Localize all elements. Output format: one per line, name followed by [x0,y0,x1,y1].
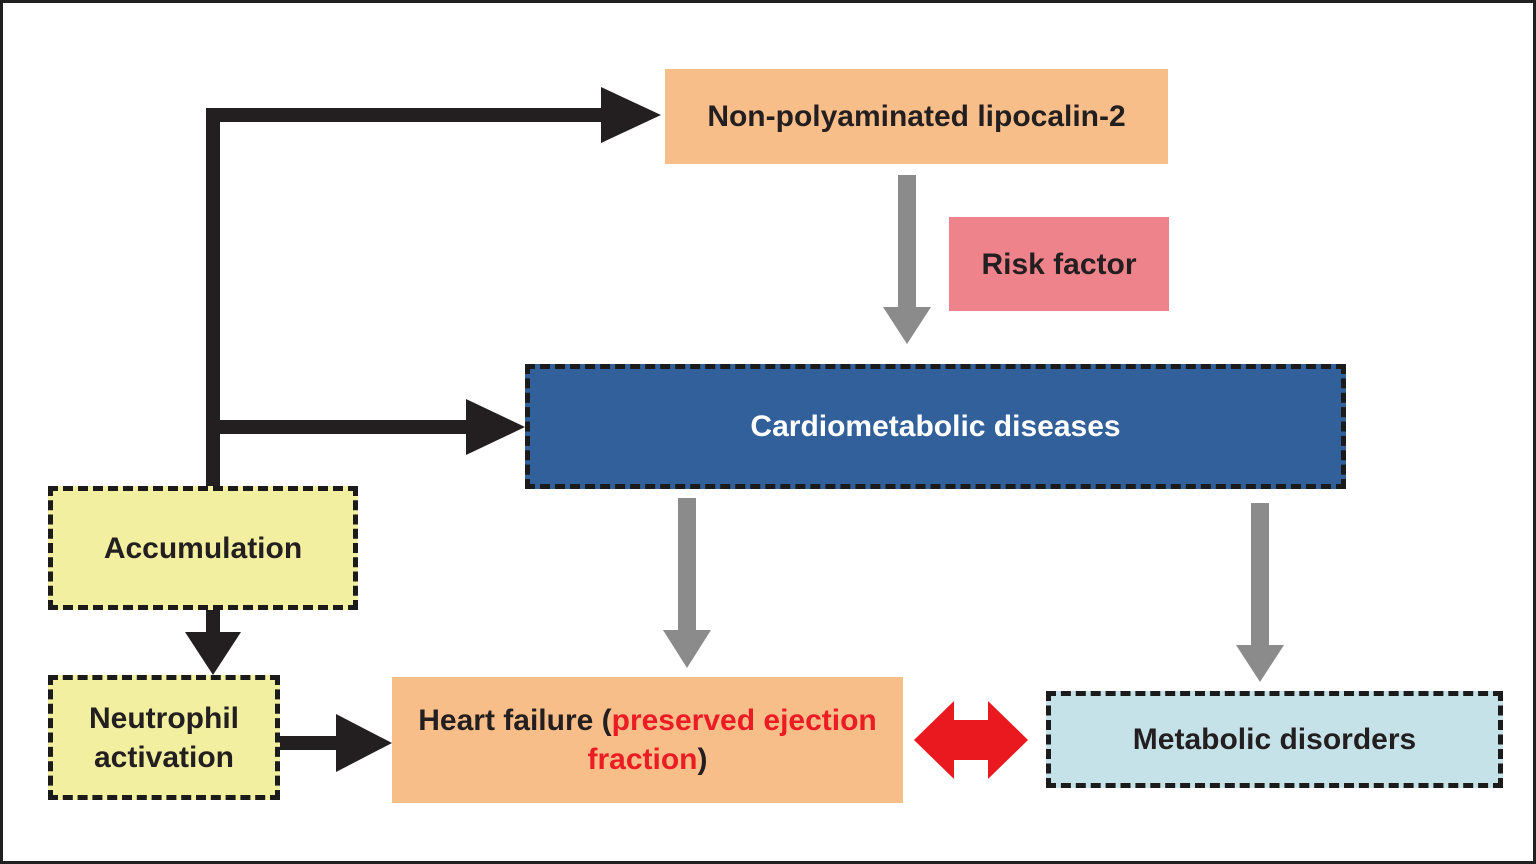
node-lipocalin: Non-polyaminated lipocalin-2 [665,69,1168,164]
arrowhead-right-icon [336,714,392,772]
node-risk-factor-label: Risk factor [981,247,1137,281]
node-lipocalin-label: Non-polyaminated lipocalin-2 [707,100,1126,133]
arrow-lipocalin-to-cardiometabolic [883,175,931,344]
arrow-neutrophil-to-heart-failure [280,714,392,772]
arrow-trunk-to-cardiometabolic [206,399,525,455]
arrowhead-right-icon [466,399,525,455]
arrow-shaft [206,420,468,434]
arrow-shaft [206,108,603,122]
node-metabolic-label: Metabolic disorders [1132,723,1417,756]
double-arrow-heart-failure-metabolic-icon [914,701,1028,779]
arrow-shaft [280,736,338,750]
arrow-trunk-to-lipocalin [206,87,661,143]
node-accumulation-label: Accumulation [103,531,303,565]
arrow-shaft [678,498,696,632]
arrow-cardiometabolic-to-heart-failure [663,498,711,668]
arrowhead-down-icon [883,307,931,344]
arrow-cardiometabolic-to-metabolic [1236,503,1284,682]
node-accumulation: Accumulation [48,486,358,610]
node-heart-failure-label: Heart failure (preserved ejection fracti… [416,701,879,779]
arrowhead-down-icon [1236,645,1284,682]
node-metabolic-disorders: Metabolic disorders [1046,691,1503,788]
arrowhead-right-icon [601,87,661,143]
node-neutrophil-activation: Neutrophil activation [48,675,280,800]
heart-failure-highlight: preserved ejection fraction [587,704,877,776]
arrow-shaft [1251,503,1269,647]
heart-failure-suffix: ) [697,743,708,776]
arrowhead-down-icon [185,632,241,675]
arrow-shaft [898,175,916,309]
node-cardiometabolic-diseases: Cardiometabolic diseases [525,364,1346,489]
node-cardiometabolic-label: Cardiometabolic diseases [750,410,1121,443]
node-neutrophil-label: Neutrophil activation [89,701,239,774]
node-risk-factor: Risk factor [949,217,1169,311]
arrowhead-down-icon [663,630,711,668]
node-heart-failure: Heart failure (preserved ejection fracti… [392,677,903,803]
heart-failure-prefix: Heart failure ( [418,704,612,737]
